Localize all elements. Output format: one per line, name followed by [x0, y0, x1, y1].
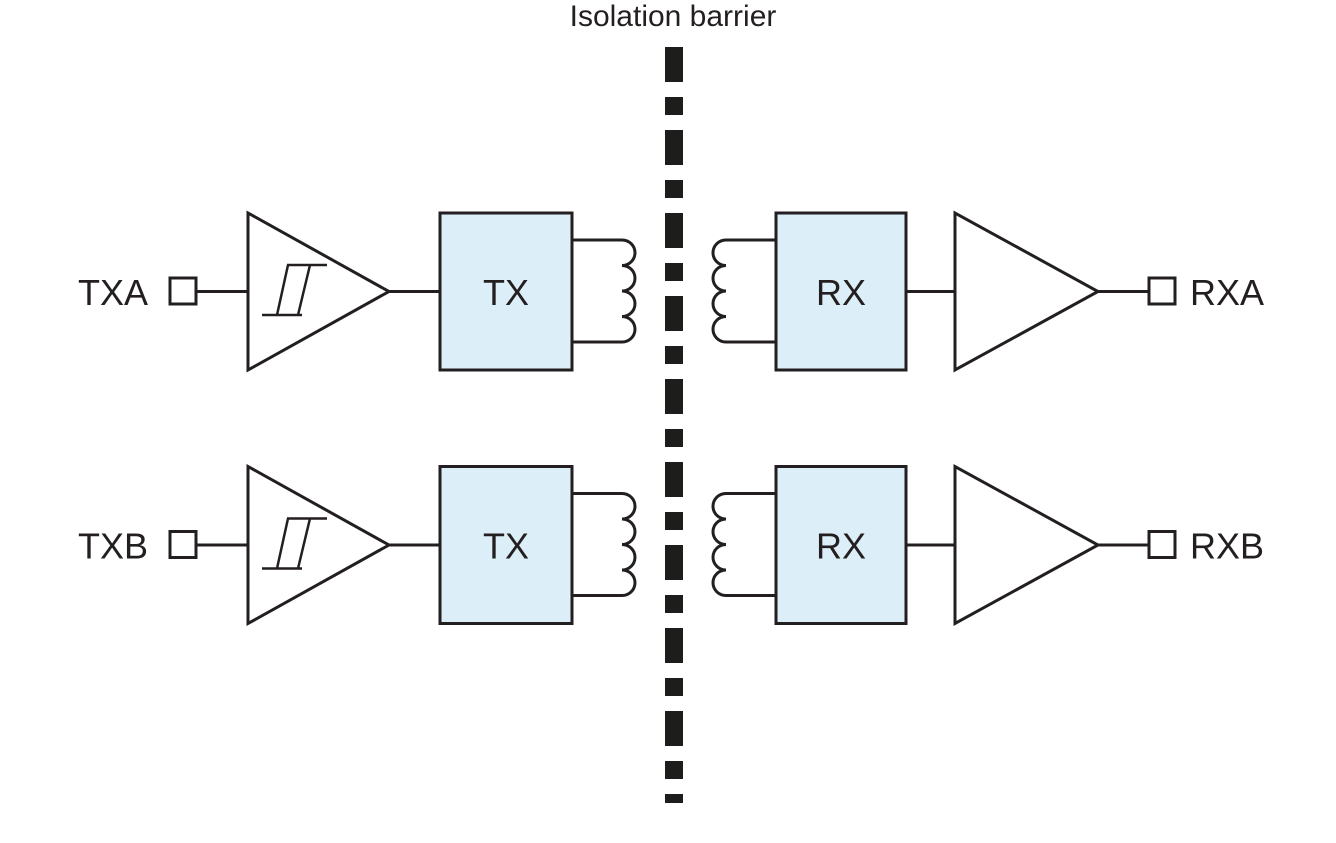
- channel-a-tx-block: [438, 211, 574, 372]
- channel-b-input-port: [168, 530, 198, 559]
- channel-a-rx-coil: [711, 238, 776, 344]
- channel-b-rx-coil: [711, 492, 776, 597]
- channel-a-hysteresis-icon: [262, 263, 327, 317]
- channel-a-output-label: RXA: [1190, 272, 1264, 313]
- channel-a-schmitt-buffer: [246, 210, 393, 373]
- channel-b-tx-coil: [572, 492, 637, 597]
- channel-a-output-buffer: [953, 210, 1102, 373]
- channel-b-tx-label: TX: [483, 526, 529, 567]
- channel-b-output-label: RXB: [1190, 526, 1264, 567]
- channel-a-input-label: TXA: [78, 272, 148, 313]
- channel-a-rx-block: [774, 211, 908, 372]
- isolation-barrier-title: Isolation barrier: [570, 0, 777, 33]
- channel-b-tx-block: [438, 465, 574, 625]
- channel-b-hysteresis-icon: [262, 517, 327, 570]
- channel-a-rx-label: RX: [816, 272, 866, 313]
- channel-a: TXA TX RX RXA: [78, 210, 1264, 373]
- channel-b: TXB TX RX RXB: [78, 463, 1264, 627]
- channel-b-input-label: TXB: [78, 526, 148, 567]
- channel-a-tx-coil: [572, 238, 637, 344]
- channel-a-tx-label: TX: [483, 272, 529, 313]
- channel-b-rx-label: RX: [816, 526, 866, 567]
- channel-a-output-port: [1147, 276, 1177, 306]
- channel-b-output-port: [1147, 530, 1177, 559]
- channel-b-schmitt-buffer: [246, 463, 393, 627]
- channel-b-rx-block: [774, 465, 908, 625]
- channel-a-input-port: [168, 276, 198, 306]
- channel-b-output-buffer: [953, 463, 1102, 627]
